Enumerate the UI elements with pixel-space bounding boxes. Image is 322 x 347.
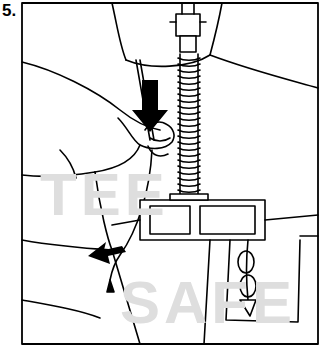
watermark: TEE [40,160,169,229]
watermark: SAFE [120,268,296,337]
step-number: 5. [2,1,16,21]
